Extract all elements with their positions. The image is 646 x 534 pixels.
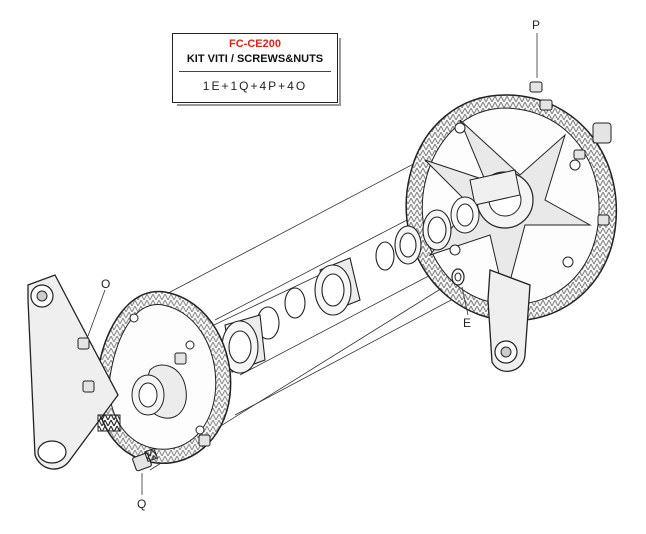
callout-q: Q — [137, 497, 147, 511]
left-crank-arm — [27, 274, 121, 470]
q-screw — [132, 447, 159, 472]
callout-o: O — [101, 277, 111, 291]
bearing-stack — [221, 209, 452, 374]
callout-e: E — [463, 316, 472, 330]
p-screws — [529, 81, 612, 226]
callout-p: P — [532, 18, 541, 32]
kit-description: KIT VITI / SCREWS&NUTS — [186, 53, 324, 65]
kit-contents: 1E+1Q+4P+4O — [202, 79, 308, 93]
leader-lines — [87, 33, 538, 495]
small-chainring — [95, 290, 232, 464]
kit-divider — [179, 71, 331, 72]
e-washer — [451, 268, 465, 286]
screw-kit-label: FC-CE200 KIT VITI / SCREWS&NUTS 1E+1Q+4P… — [172, 33, 341, 106]
right-crank-arm — [487, 269, 531, 372]
spindle — [450, 169, 521, 234]
o-nuts — [77, 337, 211, 447]
kit-code: FC-CE200 — [229, 38, 281, 50]
